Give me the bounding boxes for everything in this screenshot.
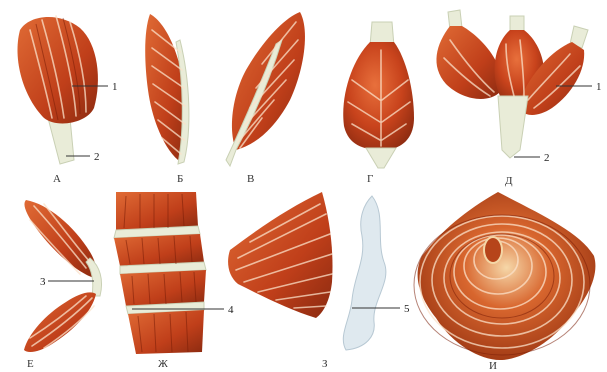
head-d-1	[436, 26, 501, 99]
panel-label-z: З	[322, 358, 328, 370]
muscle-e-digastric	[24, 200, 102, 352]
tendon-a	[48, 118, 74, 164]
panel-label-a: А	[53, 173, 61, 185]
panel-label-b: Б	[177, 173, 183, 185]
muscle-d-multiheaded	[436, 10, 588, 158]
panel-label-i: И	[489, 360, 497, 372]
muscle-z-broad	[228, 192, 386, 350]
callout-2-d: 2	[544, 152, 550, 164]
tendon-g-bottom	[366, 148, 396, 168]
panel-label-e: Е	[27, 358, 34, 370]
muscle-a-fusiform	[17, 16, 97, 164]
callout-5-z: 5	[404, 303, 410, 315]
panel-label-g: Г	[367, 173, 373, 185]
muscle-zh-segmented	[114, 192, 206, 354]
callout-4-zh: 4	[228, 304, 234, 316]
tendon-d-head2	[510, 16, 524, 32]
segment-zh-1	[116, 192, 198, 230]
callout-1-a: 1	[112, 81, 118, 93]
panel-label-zh: Ж	[158, 358, 168, 370]
muscle-b-unipennate	[145, 14, 189, 164]
muscle-v-pennate	[226, 12, 305, 166]
aponeurosis-z	[343, 196, 386, 350]
tendon-d-common	[498, 96, 528, 158]
panel-label-d: Д	[505, 175, 513, 187]
opening-i	[484, 237, 502, 263]
tendon-e-intermediate	[86, 258, 102, 296]
callout-3-e: 3	[40, 276, 46, 288]
belly-g	[343, 42, 414, 150]
muscle-i-circular	[414, 192, 595, 360]
panel-label-v: В	[247, 173, 254, 185]
callout-1-d: 1	[596, 81, 602, 93]
belly-e-lower	[24, 292, 96, 352]
muscle-g-bipennate	[343, 22, 414, 168]
callout-2-a: 2	[94, 151, 100, 163]
